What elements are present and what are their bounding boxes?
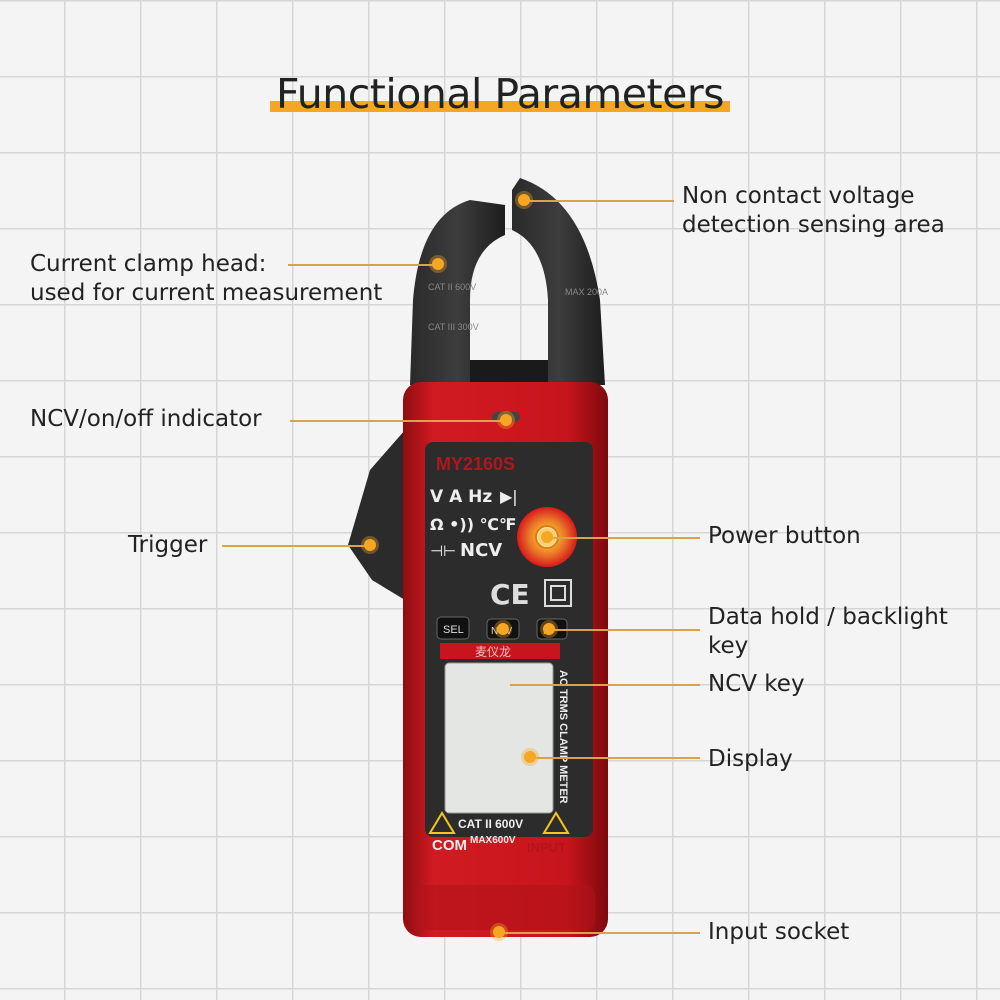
input-text: INPUT (527, 840, 566, 855)
label-clamp-line2: used for current measurement (30, 280, 383, 306)
label-ncv-area-line2: detection sensing area (682, 212, 945, 238)
callout-dot-clamp (432, 258, 444, 270)
callout-dot-ncv-area (518, 194, 530, 206)
clamp-jaw-right (512, 178, 605, 385)
jaw-max-text: MAX 200A (565, 287, 608, 297)
title-area: Functional Parameters (0, 70, 1000, 118)
callout-line-ncv-key (510, 684, 700, 686)
callout-line-ncv-area (524, 200, 674, 202)
label-hold-line2: key (708, 633, 749, 659)
svg-text:▶|: ▶| (500, 487, 518, 506)
func-row3: NCV (460, 540, 502, 561)
side-text: AC TRMS CLAMP METER (557, 670, 569, 804)
callout-line-trigger (222, 545, 370, 547)
callout-dot-display (524, 751, 536, 763)
com-text: COM (432, 837, 467, 854)
callout-line-hold (553, 629, 700, 631)
model-text: MY2160S (436, 454, 515, 474)
label-hold-line1: Data hold / backlight (708, 604, 948, 630)
callout-dot-power (541, 531, 553, 543)
callout-dot-trigger (364, 539, 376, 551)
callout-line-clamp (288, 264, 438, 266)
label-trigger: Trigger (128, 532, 208, 558)
svg-text:⊣⊢: ⊣⊢ (430, 542, 456, 560)
jaw-cat1-text: CAT II 600V (428, 282, 476, 292)
ce-mark: CE (490, 578, 530, 611)
label-indicator: NCV/on/off indicator (30, 406, 262, 432)
brand-text: 麦仪龙 (475, 645, 511, 659)
callout-line-display (530, 757, 700, 759)
func-row2: Ω •)) ℃℉ (430, 515, 516, 534)
func-row1: V A Hz (430, 487, 492, 507)
callout-dot-ncv-key (497, 623, 509, 635)
callout-line-input (500, 932, 700, 934)
lcd-display (444, 662, 554, 814)
label-ncv-key: NCV key (708, 671, 805, 697)
label-clamp-line1: Current clamp head: (30, 251, 267, 277)
label-power: Power button (708, 523, 861, 549)
page-title: Functional Parameters (269, 70, 731, 118)
clamp-jaw-left (410, 200, 505, 385)
label-ncv-area-line1: Non contact voltage (682, 183, 915, 209)
sel-key-label: SEL (443, 624, 464, 636)
callout-dot-input (493, 926, 505, 938)
label-display: Display (708, 746, 793, 772)
cat-text: CAT II 600V (458, 817, 523, 831)
label-input: Input socket (708, 919, 850, 945)
callout-line-power (552, 537, 700, 539)
callout-dot-indicator (500, 414, 512, 426)
trigger-shape (348, 430, 405, 600)
jaw-cat2-text: CAT III 300V (428, 322, 479, 332)
max-text: MAX600V (470, 835, 516, 846)
callout-line-indicator (290, 420, 505, 422)
callout-dot-hold (543, 623, 555, 635)
